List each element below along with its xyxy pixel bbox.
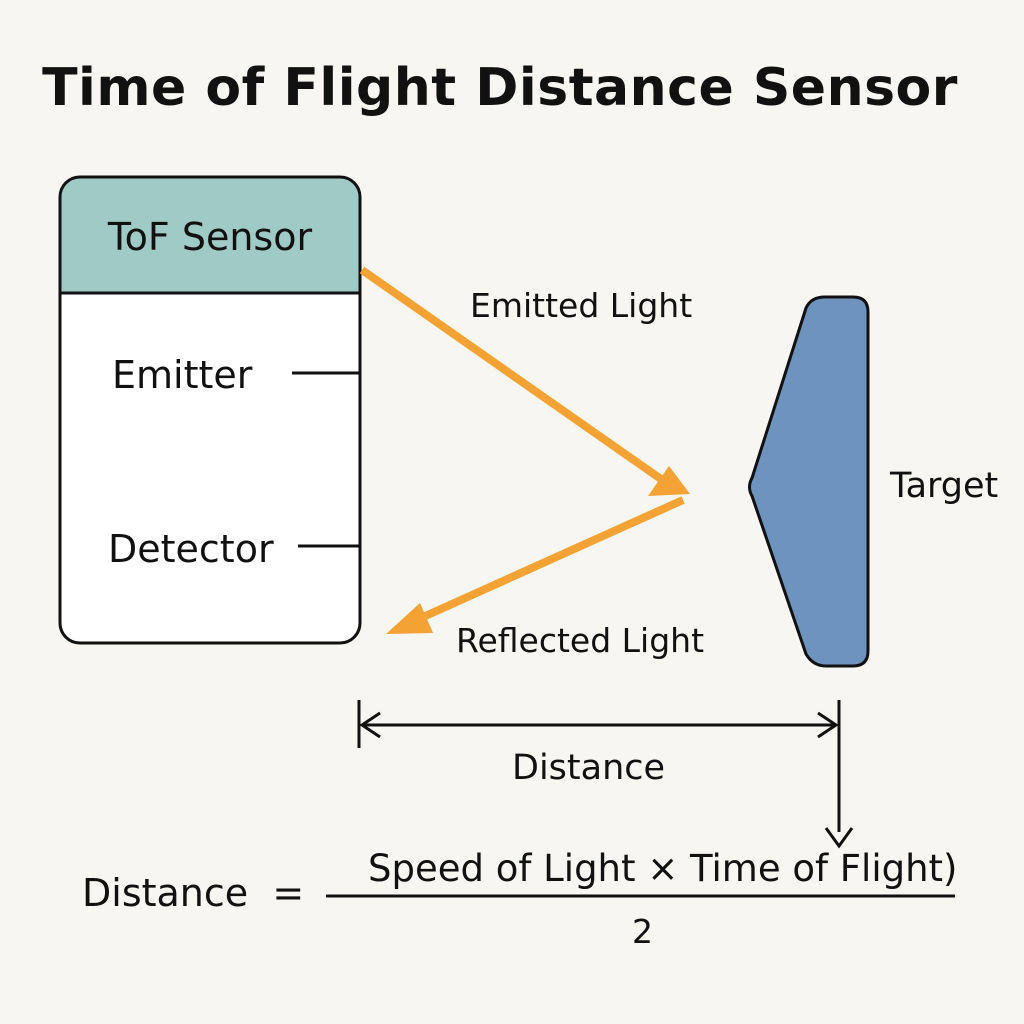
- distance-label: Distance: [512, 748, 666, 788]
- emitter-label: Emitter: [112, 353, 253, 397]
- target-shape: [748, 295, 870, 668]
- emitted-light-arrow: [359, 266, 690, 496]
- sensor-title: ToF Sensor: [107, 215, 313, 259]
- target-label: Target: [890, 466, 999, 506]
- emitted-light-label: Emitted Light: [470, 286, 693, 325]
- formula-lhs: Distance =: [82, 871, 305, 915]
- formula-denominator: 2: [632, 912, 653, 951]
- page-title: Time of Flight Distance Sensor: [42, 58, 958, 118]
- reflected-light-arrow: [386, 496, 685, 634]
- detector-label: Detector: [108, 527, 274, 571]
- tof-sensor-box: [58, 175, 362, 645]
- formula-numerator: Speed of Light × Time of Flight): [368, 847, 958, 890]
- sensor-header: [60, 177, 360, 293]
- distance-dimension: [357, 700, 854, 849]
- reflected-light-label: Reflected Light: [456, 621, 705, 660]
